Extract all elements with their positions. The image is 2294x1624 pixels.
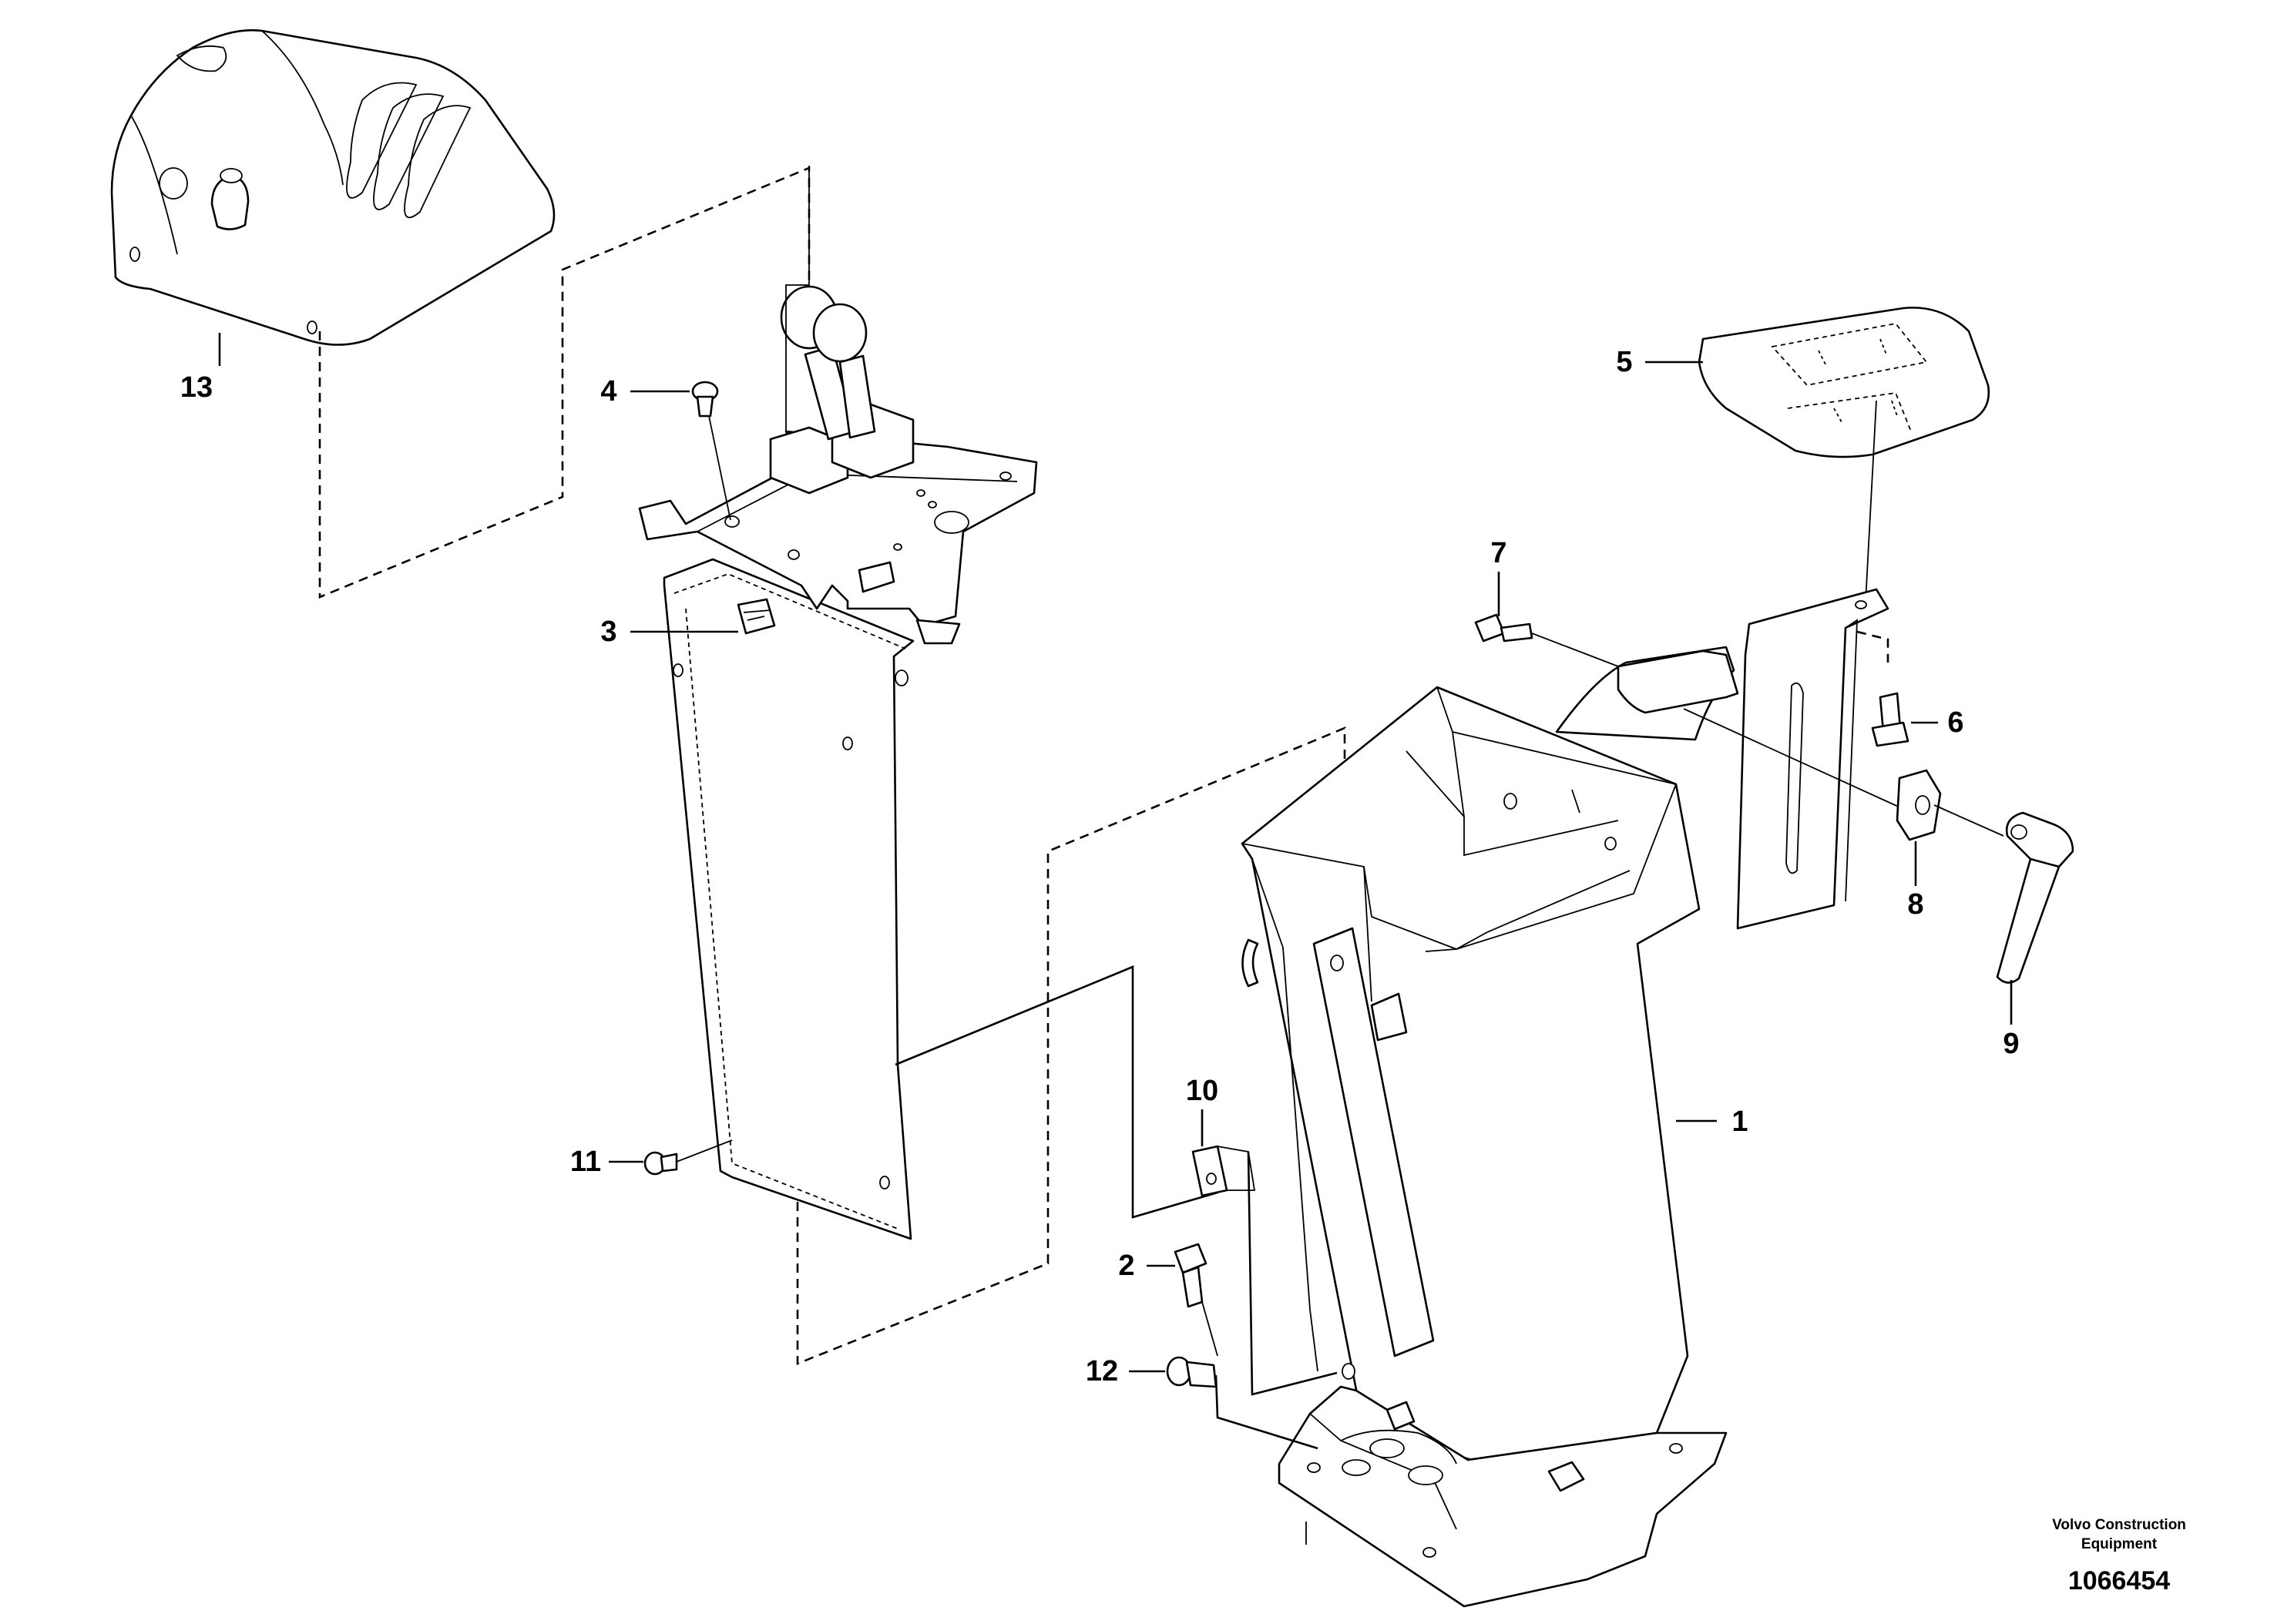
dashed-connector-13-valve xyxy=(318,166,811,599)
part-10-clip-nut xyxy=(1191,1145,1338,1396)
part-11-screw xyxy=(643,1139,733,1176)
document-number: 1066454 xyxy=(2068,1566,2170,1595)
callout-9: 9 xyxy=(2003,1028,2019,1060)
callout-8: 8 xyxy=(1907,888,1923,921)
callout-10: 10 xyxy=(1186,1075,1218,1107)
callout-13: 13 xyxy=(180,371,213,404)
callout-5: 5 xyxy=(1616,346,1632,378)
part-1-housing xyxy=(1241,646,1739,1608)
callout-7: 7 xyxy=(1490,537,1506,569)
connector-panel-10 xyxy=(895,965,1218,1219)
part-12-plug xyxy=(1166,1356,1318,1450)
callout-12: 12 xyxy=(1086,1355,1118,1387)
side-panel xyxy=(663,558,915,1240)
joystick-valve-unit xyxy=(638,166,1038,645)
part-7-bolt xyxy=(1474,613,1619,667)
part-8-washer xyxy=(1896,769,2004,841)
dashed-connector-panel-housing xyxy=(796,726,1346,1365)
callout-2: 2 xyxy=(1118,1250,1134,1282)
part-6-bolt xyxy=(1871,692,1909,747)
callout-4: 4 xyxy=(600,375,616,408)
callout-6: 6 xyxy=(1947,706,1963,739)
armrest-bracket xyxy=(1736,588,1889,930)
part-5-armrest xyxy=(1698,307,1990,617)
callout-3: 3 xyxy=(600,616,616,648)
part-3-clip-nut xyxy=(737,598,776,635)
brand-line-2: Equipment xyxy=(2081,1536,2158,1552)
part-4-screw xyxy=(691,381,731,521)
callout-1: 1 xyxy=(1731,1106,1748,1138)
part-9-lever xyxy=(1996,811,2074,984)
part-2-bolt xyxy=(1174,1243,1218,1357)
part-13-cover xyxy=(110,29,556,346)
brand-line-1: Volvo Construction xyxy=(2052,1517,2186,1533)
callout-11: 11 xyxy=(570,1146,601,1178)
axis-line-7-8 xyxy=(1683,708,1904,810)
